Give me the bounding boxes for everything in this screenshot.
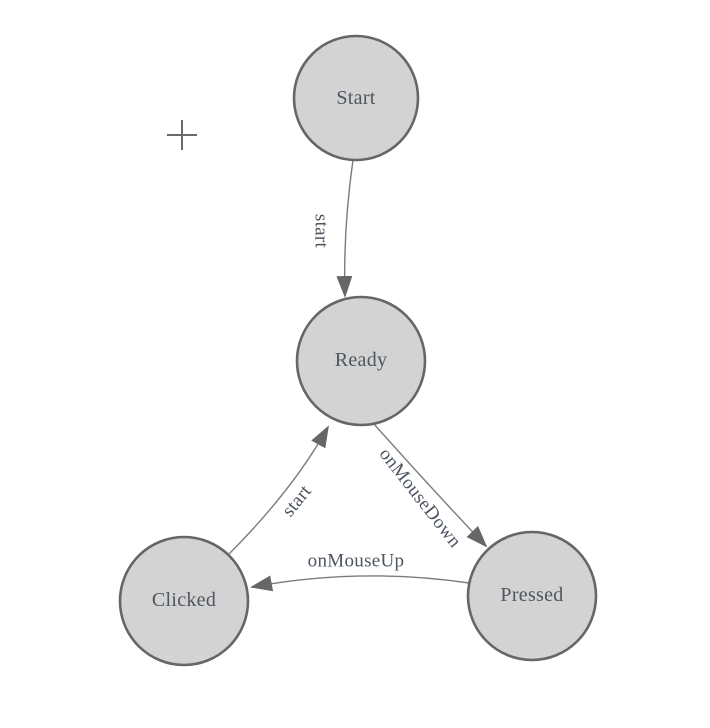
edge-clicked-to-ready[interactable]: start (227, 425, 329, 556)
edge-ready-to-pressed[interactable]: onMouseDown (372, 422, 488, 552)
node-circle[interactable] (466, 530, 598, 662)
node-label: Ready (335, 349, 388, 371)
node-circle[interactable] (118, 535, 250, 667)
node-label: Pressed (500, 584, 563, 606)
node-clicked[interactable]: Clicked (118, 535, 250, 667)
crosshair-icon (167, 120, 197, 150)
node-label: Start (336, 87, 375, 109)
edge-line[interactable] (250, 575, 470, 592)
edge-label: onMouseDown (375, 444, 466, 552)
edge-line[interactable] (227, 425, 329, 556)
node-pressed[interactable]: Pressed (466, 530, 598, 662)
edge-label: start (278, 481, 316, 521)
edge-line[interactable] (336, 159, 354, 298)
edge-line[interactable] (372, 422, 488, 548)
edge-label: start (311, 214, 332, 249)
edge-label: onMouseUp (308, 551, 405, 572)
node-label: Clicked (152, 589, 216, 611)
node-start[interactable]: Start (292, 34, 420, 162)
node-circle[interactable] (292, 34, 420, 162)
edge-pressed-to-clicked[interactable]: onMouseUp (250, 551, 470, 592)
node-circle[interactable] (295, 295, 427, 427)
node-ready[interactable]: Ready (295, 295, 427, 427)
edge-start-to-ready[interactable]: start (311, 159, 354, 298)
